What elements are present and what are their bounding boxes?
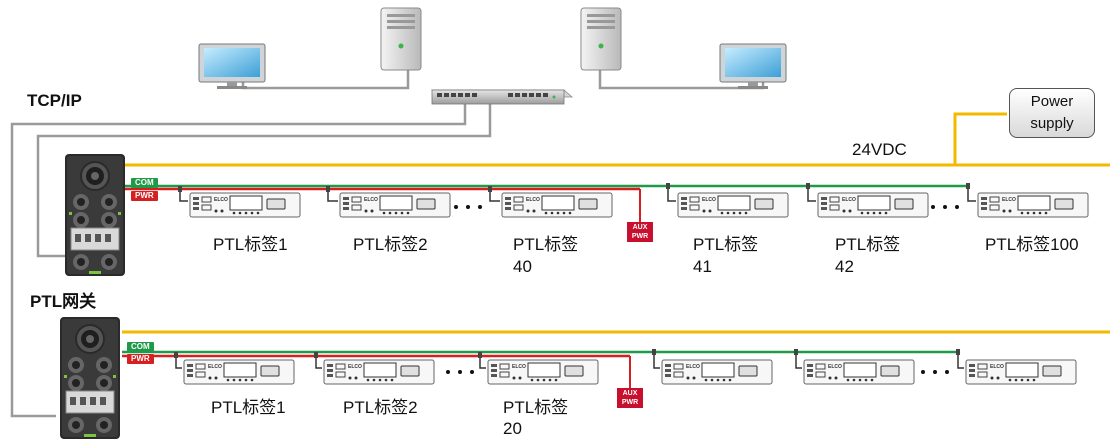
ptl-tag-device [487, 359, 599, 385]
aux-pwr-badge: AUX PWR [627, 222, 653, 242]
ptl-tag-device [965, 359, 1077, 385]
ptl-tag-label: PTL标签 [503, 398, 569, 417]
ptl-tag-device [339, 192, 451, 218]
aux-pwr-badge: AUX PWR [617, 388, 643, 408]
com-badge: COM [131, 178, 158, 188]
aux-pwr-line1: AUX [632, 224, 648, 231]
ptl-tag-label: PTL标签1 [213, 235, 288, 254]
ptl-tag-device [677, 192, 789, 218]
ptl-tag-label: PTL标签1 [211, 398, 286, 417]
gateway-label: PTL网关 [30, 292, 97, 311]
power-supply-line2: supply [1030, 115, 1074, 132]
ptl-tag-label: PTL标签2 [343, 398, 418, 417]
aux-pwr-line2: PWR [621, 399, 639, 406]
ptl-tag-device [189, 192, 301, 218]
server-icon [580, 7, 622, 71]
network-lines [10, 70, 765, 418]
ptl-tag-label: 20 [503, 419, 522, 438]
monitor-icon [198, 43, 266, 89]
aux-pwr-line1: AUX [622, 390, 638, 397]
ptl-tag-label: PTL标签 [693, 235, 759, 254]
ptl-tag-device [323, 359, 435, 385]
server-icon [380, 7, 422, 71]
ptl-tag-device [183, 359, 295, 385]
ptl-tag-label: 42 [835, 257, 854, 276]
ptl-tag-label: PTL标签2 [353, 235, 428, 254]
bus1-lines [125, 183, 976, 222]
switch-icon [430, 89, 574, 105]
power-supply-line1: Power [1030, 93, 1074, 110]
gateway-2-device [59, 316, 121, 439]
ptl-tag-label: PTL标签100 [985, 235, 1079, 254]
tcpip-label: TCP/IP [27, 91, 82, 110]
ptl-tag-device [501, 192, 613, 218]
ptl-tag-device [977, 192, 1089, 218]
ptl-tag-label: 41 [693, 257, 712, 276]
com-badge: COM [127, 342, 154, 352]
ptl-tag-label: PTL标签 [835, 235, 901, 254]
aux-pwr-line2: PWR [631, 233, 649, 240]
power-lines [122, 112, 1110, 334]
ptl-tag-device [803, 359, 915, 385]
pwr-badge: PWR [127, 354, 154, 364]
power-supply-box: Power supply [1009, 88, 1095, 138]
gateway-1-device [64, 153, 126, 277]
pwr-badge: PWR [131, 191, 158, 201]
ptl-tag-device [661, 359, 773, 385]
ptl-tag-label: 40 [513, 257, 532, 276]
voltage-label: 24VDC [852, 140, 907, 159]
bus2-lines [122, 349, 964, 388]
ptl-tag-label: PTL标签 [513, 235, 579, 254]
ptl-tag-device [817, 192, 929, 218]
monitor-icon [719, 43, 787, 89]
